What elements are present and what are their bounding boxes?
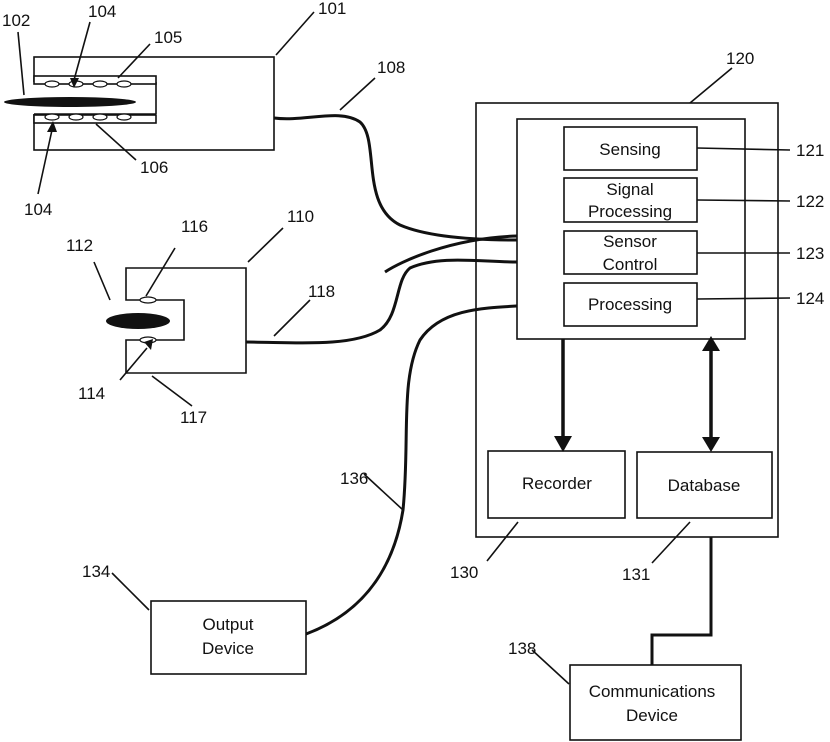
sensor-assembly-110 [106, 268, 246, 373]
object-112 [106, 313, 170, 329]
output-device-label-line1: Output [202, 615, 253, 634]
processing-label: Processing [588, 295, 672, 314]
ref-134: 134 [82, 562, 110, 581]
ref-105: 105 [154, 28, 182, 47]
sensor-control-module: Sensor Control [564, 231, 697, 274]
signal-processing-module: Signal Processing [564, 178, 697, 222]
communications-device-label-line1: Communications [589, 682, 716, 701]
sensor-assembly-101 [4, 57, 274, 150]
processing-module: Processing [564, 283, 697, 326]
ref-131: 131 [622, 565, 650, 584]
communications-device-block: Communications Device [570, 665, 741, 740]
ref-118: 118 [308, 282, 335, 301]
ref-121: 121 [796, 141, 824, 160]
ref-104-bottom: 104 [24, 200, 52, 219]
database-block: Database [637, 452, 772, 518]
sensor-control-label-line2: Control [603, 255, 658, 274]
sensing-module: Sensing [564, 127, 697, 170]
signal-processing-label-line1: Signal [606, 180, 653, 199]
ref-136: 136 [340, 469, 368, 488]
ref-117: 117 [180, 408, 207, 427]
object-102 [4, 97, 136, 107]
sensor-element-116 [140, 297, 156, 303]
ref-106: 106 [140, 158, 168, 177]
signal-processing-label-line2: Processing [588, 202, 672, 221]
recorder-label: Recorder [522, 474, 592, 493]
ref-114: 114 [78, 384, 105, 403]
ref-108: 108 [377, 58, 405, 77]
communications-device-label-line2: Device [626, 706, 678, 725]
ref-123: 123 [796, 244, 824, 263]
ref-120: 120 [726, 49, 754, 68]
recorder-block: Recorder [488, 451, 625, 518]
ref-110: 110 [287, 207, 314, 226]
ref-122: 122 [796, 192, 824, 211]
output-device-label-line2: Device [202, 639, 254, 658]
ref-102: 102 [2, 11, 30, 30]
sensing-label: Sensing [599, 140, 660, 159]
ref-101: 101 [318, 0, 346, 18]
ref-104-top: 104 [88, 2, 116, 21]
communications-link [652, 537, 711, 665]
ref-130: 130 [450, 563, 478, 582]
ref-112: 112 [66, 236, 93, 255]
ref-138: 138 [508, 639, 536, 658]
ref-116: 116 [181, 217, 208, 236]
sensor-control-label-line1: Sensor [603, 232, 657, 251]
ref-124: 124 [796, 289, 824, 308]
database-label: Database [668, 476, 741, 495]
output-device-block: Output Device [151, 601, 306, 674]
